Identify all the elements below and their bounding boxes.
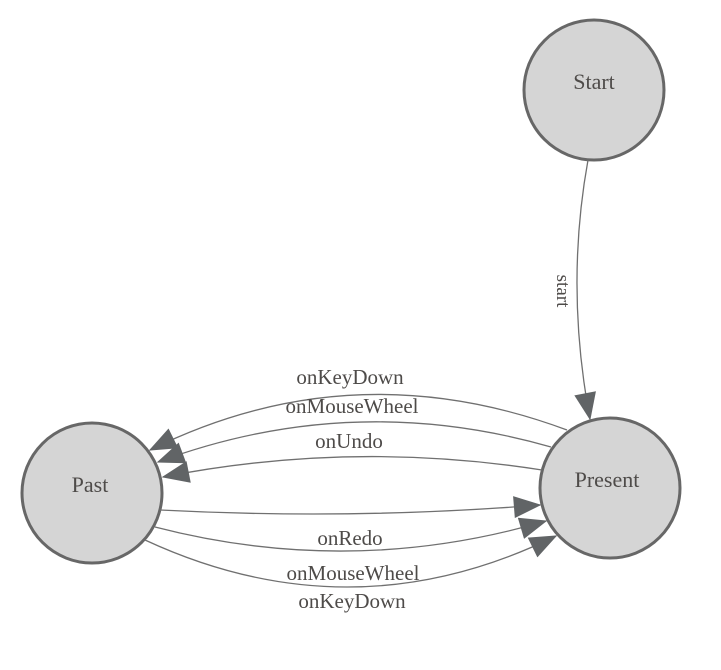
node-start[interactable] [522, 18, 666, 162]
edge-onredo-past-to-present[interactable] [159, 496, 542, 519]
node-start-label: Start [573, 69, 615, 94]
node-present-label: Present [575, 467, 640, 492]
edge-onmousewheel-present-to-past[interactable] [156, 421, 552, 464]
edge-label-onmousewheel-top: onMouseWheel [286, 394, 419, 418]
edge-label-onkeydown-bottom: onKeyDown [298, 589, 406, 613]
edge-onkeydown-present-to-past[interactable] [148, 393, 568, 451]
edges-layer [144, 159, 596, 588]
node-present[interactable] [538, 416, 682, 560]
node-past-label: Past [72, 472, 109, 497]
nodes-layer [20, 18, 682, 565]
edge-label-onmousewheel-bottom: onMouseWheel [287, 561, 420, 585]
node-labels-layer: Start Present Past [72, 69, 640, 497]
edge-label-onkeydown-top: onKeyDown [296, 365, 404, 389]
edge-label-onredo: onRedo [317, 526, 382, 550]
edge-labels-layer: start onKeyDown onMouseWheel onUndo onRe… [286, 275, 573, 613]
edge-onundo-present-to-past[interactable] [161, 455, 543, 483]
edge-start-to-present[interactable] [574, 159, 596, 421]
edge-label-onundo: onUndo [315, 429, 383, 453]
edge-onmousewheel-past-to-present[interactable] [154, 517, 548, 552]
node-past[interactable] [20, 421, 164, 565]
edge-label-start: start [552, 275, 573, 308]
edge-onkeydown-past-to-present[interactable] [144, 535, 558, 588]
